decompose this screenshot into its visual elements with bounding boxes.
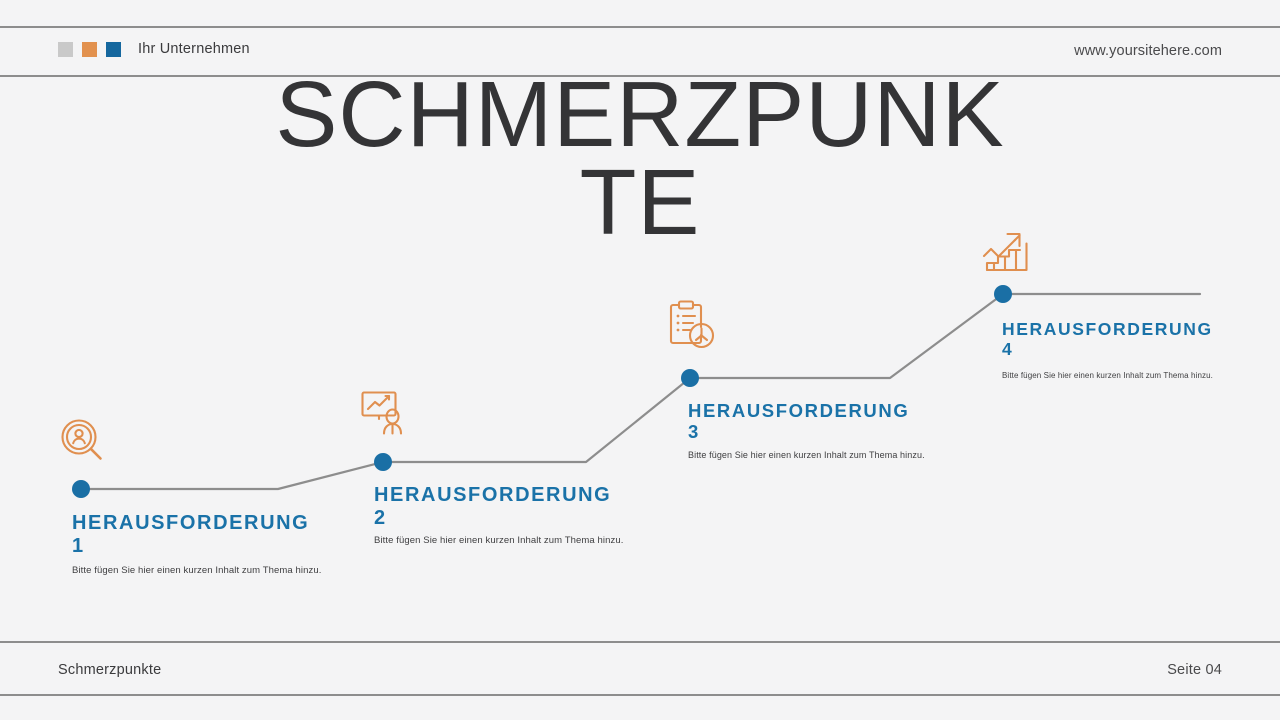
swatch-gray-icon [58,41,73,57]
website-url: www.yoursitehere.com [1074,43,1222,59]
slide-header: Ihr Unternehmen www.yoursitehere.com [0,26,1280,77]
slide-footer: Schmerzpunkte Seite 04 [0,641,1280,696]
step-2-heading: HERAUSFORDERUNG 2 [374,484,612,529]
footer-section-label: Schmerzpunkte [58,662,162,678]
step-2-description: Bitte fügen Sie hier einen kurzen Inhalt… [374,535,624,546]
company-name: Ihr Unternehmen [138,41,250,57]
timeline-node-1[interactable] [72,480,90,498]
swatch-orange-icon [82,41,97,57]
step-1-heading: HERAUSFORDERUNG 1 [72,512,310,557]
step-3-heading: HERAUSFORDERUNG 3 [688,400,910,443]
page-title: SCHMERZPUNKTE [275,62,1005,255]
timeline-node-3[interactable] [681,369,699,387]
timeline-node-2[interactable] [374,453,392,471]
step-4-heading: HERAUSFORDERUNG 4 [1002,319,1213,359]
stairs-arrow-up-icon [982,232,1028,272]
user-search-icon [61,419,102,460]
step-3-description: Bitte fügen Sie hier einen kurzen Inhalt… [688,450,925,460]
timeline-node-4[interactable] [994,285,1012,303]
step-4-description: Bitte fügen Sie hier einen kurzen Inhalt… [1002,371,1214,380]
swatch-blue-icon [106,41,121,57]
page-number: Seite 04 [1167,662,1222,678]
header-brand: Ihr Unternehmen [58,41,250,57]
clipboard-clock-icon [669,300,715,349]
step-1-description: Bitte fügen Sie hier einen kurzen Inhalt… [72,565,322,576]
presentation-chart-icon [361,391,403,435]
